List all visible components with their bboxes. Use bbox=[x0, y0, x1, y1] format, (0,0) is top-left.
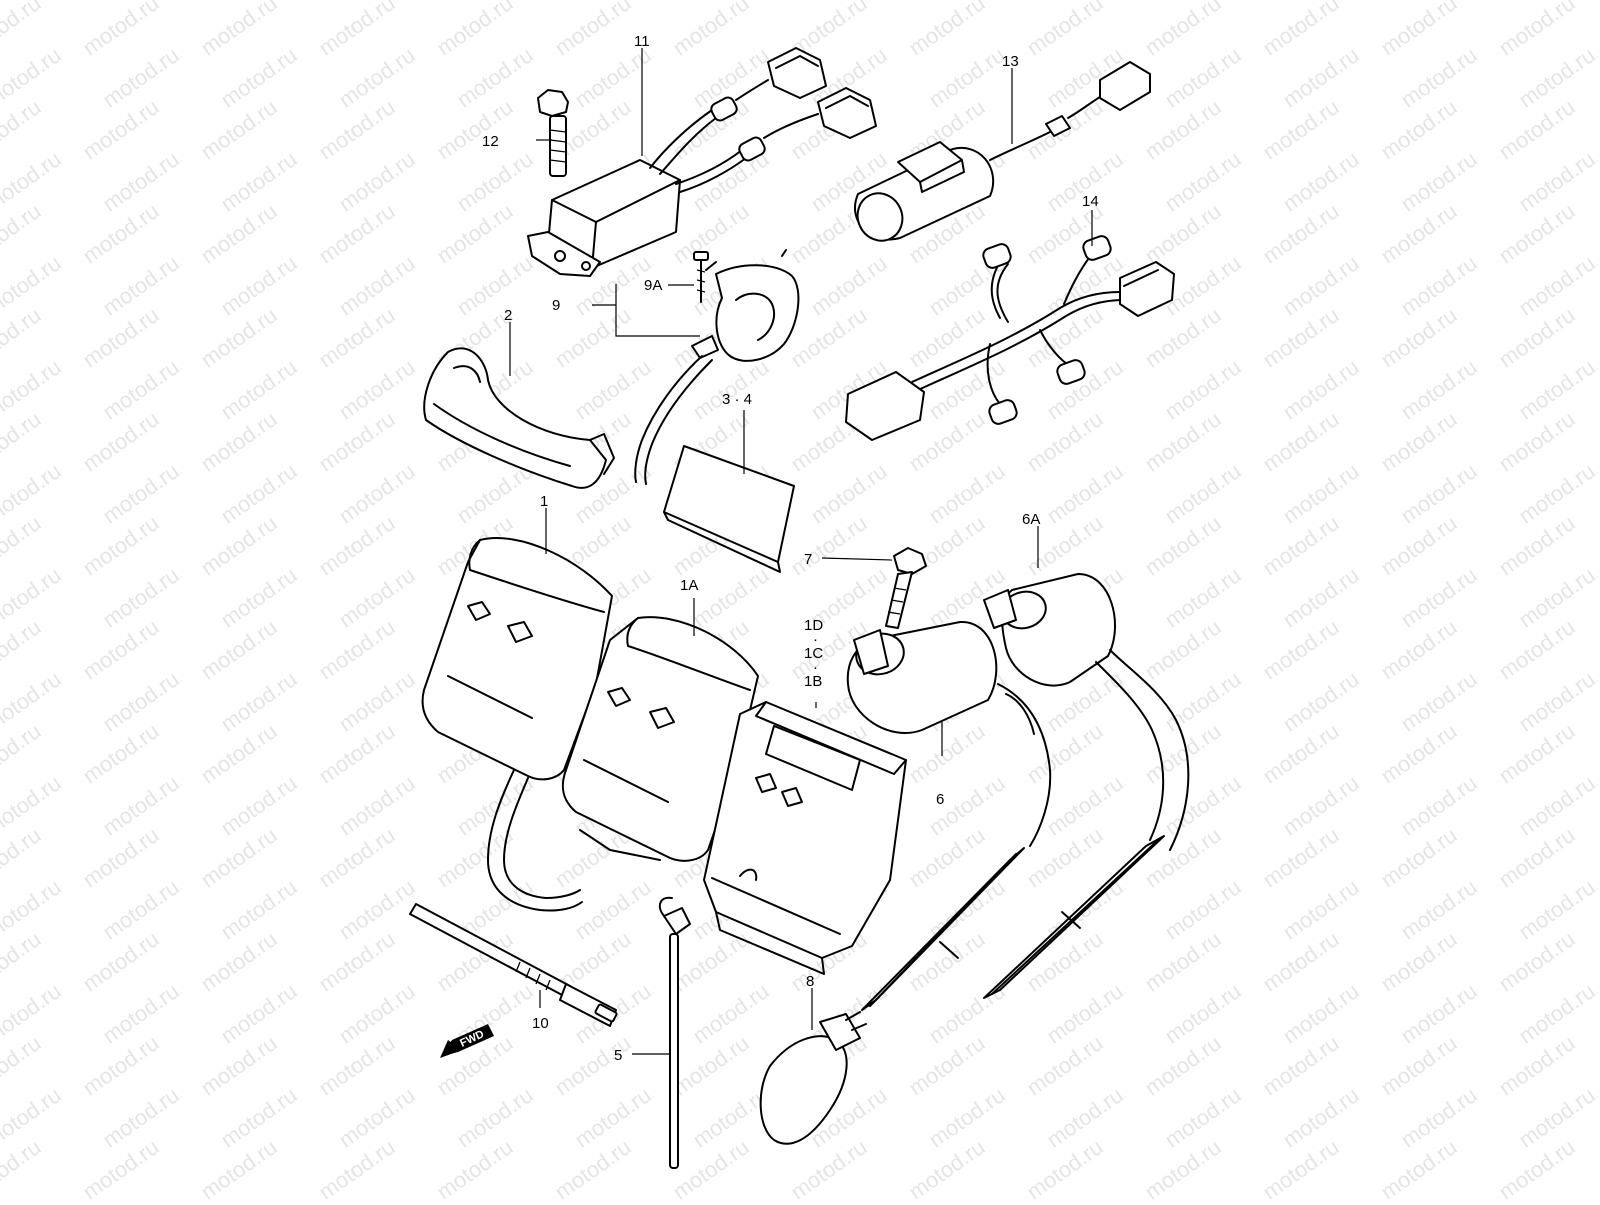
callout-1C: 1C bbox=[804, 645, 823, 662]
callout-10: 10 bbox=[532, 1015, 549, 1032]
callout-1D: 1D bbox=[804, 617, 823, 634]
part-7-bolt[interactable] bbox=[885, 547, 927, 629]
callout-14: 14 bbox=[1082, 193, 1099, 210]
callout-9A: 9A bbox=[644, 277, 662, 294]
callout-2: 2 bbox=[504, 307, 512, 324]
callout-1B: 1B bbox=[804, 673, 822, 690]
callout-1A: 1A bbox=[680, 577, 698, 594]
callout-3-4: 3 · 4 bbox=[722, 391, 752, 408]
fwd-label: FWD bbox=[458, 1028, 486, 1049]
part-6-ignition-coil[interactable] bbox=[846, 620, 1052, 1011]
part-1B-1C-1D-unit[interactable] bbox=[703, 701, 907, 975]
part-9A-screw[interactable] bbox=[693, 251, 709, 303]
callout-12: 12 bbox=[482, 133, 499, 150]
callout-6: 6 bbox=[936, 791, 944, 808]
part-1A-cover[interactable] bbox=[561, 616, 759, 862]
part-6A-ignition-coil[interactable] bbox=[983, 573, 1190, 999]
callout-5: 5 bbox=[614, 1047, 622, 1064]
part-3-4-pad[interactable] bbox=[663, 445, 795, 573]
callout-13: 13 bbox=[1002, 53, 1019, 70]
part-12-bolt[interactable] bbox=[537, 89, 569, 177]
callout-1: 1 bbox=[540, 493, 548, 510]
callout-11: 11 bbox=[634, 33, 650, 50]
callout-9: 9 bbox=[552, 297, 560, 314]
fwd-arrow-icon bbox=[440, 1024, 494, 1058]
callout-dot-2: · bbox=[813, 659, 818, 676]
part-11-cdi-unit[interactable] bbox=[527, 47, 877, 277]
part-10-tie-strap[interactable] bbox=[409, 903, 618, 1027]
part-5-cable-tie[interactable] bbox=[658, 896, 691, 1169]
part-14-wiring-harness[interactable] bbox=[845, 234, 1175, 441]
callout-6A: 6A bbox=[1022, 511, 1040, 528]
leader-lines bbox=[509, 48, 1093, 1055]
callout-8: 8 bbox=[806, 973, 814, 990]
part-8-plug-cap[interactable] bbox=[759, 1011, 867, 1145]
part-2-strap[interactable] bbox=[423, 347, 615, 489]
callout-7: 7 bbox=[804, 551, 812, 568]
part-13-condenser[interactable] bbox=[850, 61, 1151, 248]
callout-dot-1: · bbox=[813, 631, 818, 648]
part-9-pickup-coil[interactable] bbox=[634, 249, 800, 485]
part-1-cover[interactable] bbox=[421, 537, 613, 912]
